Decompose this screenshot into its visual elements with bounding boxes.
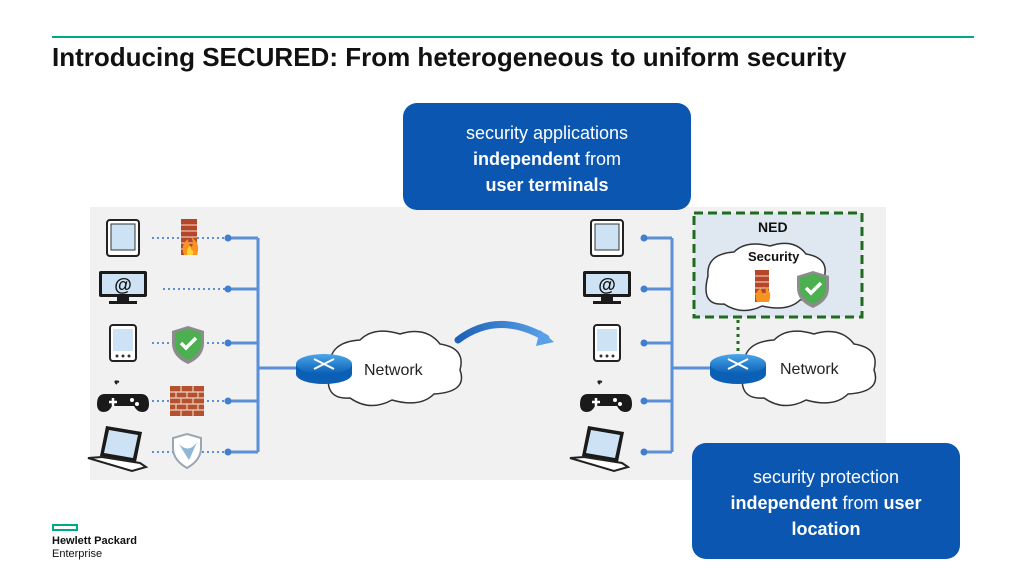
laptop-icon [87, 426, 149, 473]
callout-protection: security protection independent from use… [692, 443, 960, 559]
desktop-email-icon: @ [99, 271, 147, 304]
security-label: Security [748, 249, 800, 264]
callout-top-line3: user terminals [485, 175, 609, 195]
left-network-cloud [327, 330, 463, 407]
right-bus [644, 236, 712, 454]
left-bus-dots [224, 234, 232, 456]
callout-bottom-line2: independent from user [730, 493, 922, 513]
smartphone-icon [593, 324, 621, 362]
callout-bottom-line3: location [791, 519, 861, 539]
smartphone-icon [109, 324, 137, 362]
callout-bottom-line1: security protection [752, 467, 900, 487]
left-dotted-links [152, 237, 228, 453]
callout-applications: security applications independent from u… [403, 103, 691, 210]
left-network-label: Network [364, 362, 424, 379]
left-bus [228, 236, 300, 454]
right-network-label: Network [780, 361, 840, 378]
transition-arrow-icon [454, 321, 554, 346]
right-network-cloud [741, 330, 877, 407]
logo-text-line1: Hewlett Packard [52, 535, 137, 547]
firewall-flame-icon [181, 219, 199, 255]
ned-label: NED [758, 219, 788, 235]
brick-wall-icon [170, 386, 204, 416]
left-router-icon [296, 354, 352, 384]
desktop-email-icon: @ [583, 271, 631, 304]
callout-top-line2: independent from [472, 149, 621, 169]
tablet-icon [106, 219, 140, 257]
firewall-flame-icon [755, 270, 771, 302]
title-rule [52, 36, 974, 38]
right-bus-dots [640, 234, 648, 456]
right-router-icon [710, 354, 766, 384]
gamepad-icon [580, 380, 632, 412]
hpe-logo-icon [52, 524, 78, 531]
shield-icon [172, 432, 202, 470]
callout-top-line1: security applications [465, 123, 629, 143]
logo-text-line2: Enterprise [52, 548, 103, 560]
gamepad-icon [97, 380, 149, 412]
shield-check-icon [172, 326, 204, 364]
tablet-icon [590, 219, 624, 257]
svg-text:@: @ [114, 275, 132, 295]
shield-check-icon [797, 271, 829, 308]
laptop-icon [569, 426, 631, 473]
page-title: Introducing SECURED: From heterogeneous … [52, 42, 847, 72]
svg-text:@: @ [598, 275, 616, 295]
